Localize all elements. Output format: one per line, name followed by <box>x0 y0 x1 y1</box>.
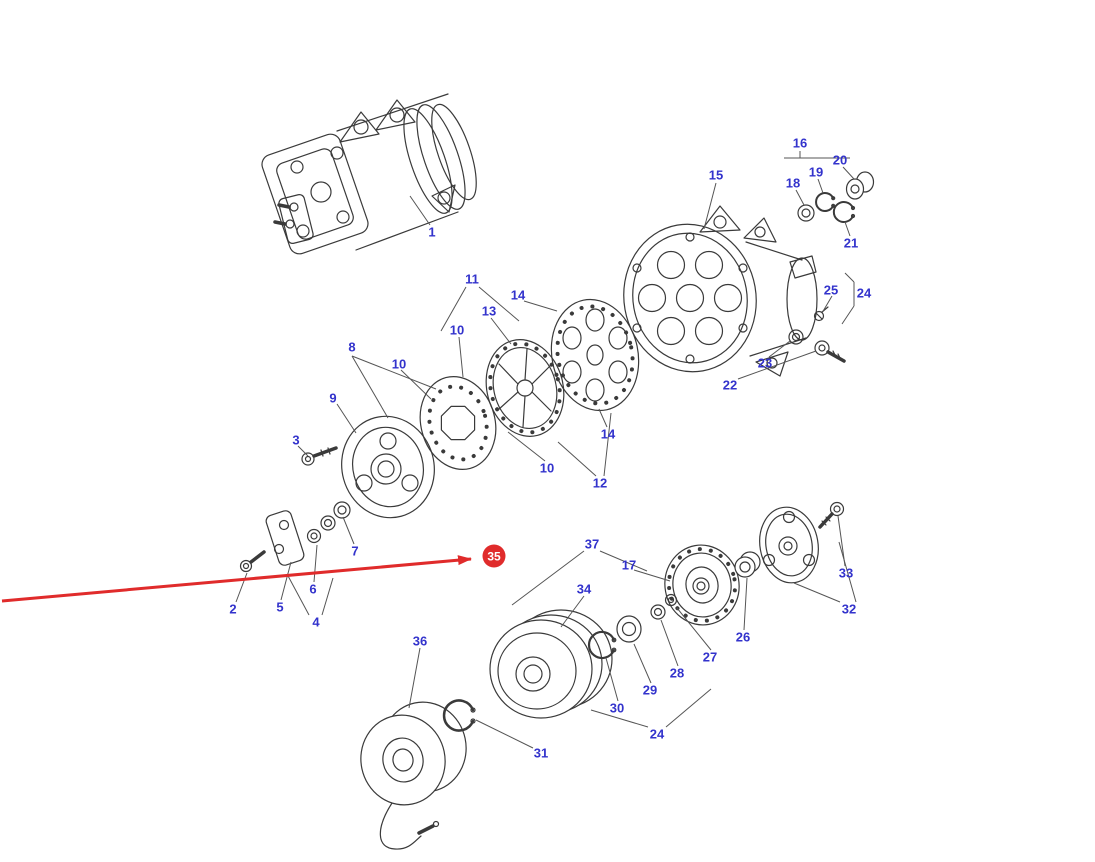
part-snap-ring-shaft <box>832 201 856 223</box>
part-armature-plate <box>664 544 740 626</box>
part-shim-disc <box>419 376 497 470</box>
part-bearing <box>616 615 642 643</box>
callout-19[interactable]: 19 <box>808 164 824 180</box>
part-mount-bolt-long <box>301 446 338 466</box>
part-hex-bolt <box>814 340 846 363</box>
callout-5[interactable]: 5 <box>276 599 284 615</box>
callout-27[interactable]: 27 <box>702 649 718 665</box>
callout-2[interactable]: 2 <box>229 601 237 617</box>
callout-10[interactable]: 10 <box>449 322 465 338</box>
highlight-arrow <box>1 555 472 603</box>
callout-1[interactable]: 1 <box>428 224 436 240</box>
callout-23[interactable]: 23 <box>757 355 773 371</box>
part-snap-ring-coil <box>442 699 476 732</box>
part-spacer <box>734 551 761 578</box>
callout-31[interactable]: 31 <box>533 745 549 761</box>
callout-13[interactable]: 13 <box>481 303 497 319</box>
callout-24[interactable]: 24 <box>649 726 665 742</box>
callout-8[interactable]: 8 <box>348 339 356 355</box>
leader-lines <box>235 151 857 749</box>
part-bracket-plate <box>265 510 305 566</box>
part-washer-stack <box>306 501 351 544</box>
part-clutch-coil <box>360 701 467 850</box>
callout-18[interactable]: 18 <box>785 175 801 191</box>
callout-6[interactable]: 6 <box>309 581 317 597</box>
part-compressor-assembly <box>261 93 477 255</box>
part-spoked-plate <box>485 339 565 437</box>
part-hub-bolt <box>818 501 845 529</box>
part-clutch-pulley <box>489 609 613 719</box>
callout-3[interactable]: 3 <box>292 432 300 448</box>
callout-4[interactable]: 4 <box>312 614 320 630</box>
callout-33[interactable]: 33 <box>838 565 854 581</box>
part-shaft-nut <box>797 204 815 222</box>
part-hub-disc <box>759 506 819 584</box>
group-brackets <box>286 151 857 728</box>
callout-36[interactable]: 36 <box>412 633 428 649</box>
part-snap-ring-small <box>815 192 836 212</box>
callout-22[interactable]: 22 <box>722 377 738 393</box>
callout-15[interactable]: 15 <box>708 167 724 183</box>
part-washer <box>650 604 666 620</box>
callout-11[interactable]: 11 <box>465 271 479 287</box>
callout-21[interactable]: 21 <box>843 235 859 251</box>
part-snap-ring-bearing <box>587 630 617 660</box>
part-clutch-hub <box>341 415 435 519</box>
callout-16[interactable]: 16 <box>792 135 808 151</box>
callout-20[interactable]: 20 <box>832 152 848 168</box>
callout-37[interactable]: 37 <box>584 536 600 552</box>
callout-24[interactable]: 24 <box>856 285 872 301</box>
callout-10[interactable]: 10 <box>391 356 407 372</box>
callout-29[interactable]: 29 <box>642 682 658 698</box>
part-mount-bolt-short <box>239 550 266 573</box>
callout-10[interactable]: 10 <box>539 460 555 476</box>
callout-9[interactable]: 9 <box>329 390 337 406</box>
callout-12[interactable]: 12 <box>592 475 608 491</box>
callout-17[interactable]: 17 <box>621 557 637 573</box>
part-hex-nut <box>788 329 804 345</box>
part-valve-plate <box>550 298 640 412</box>
part-compressor-body <box>623 205 818 377</box>
callout-26[interactable]: 26 <box>735 629 751 645</box>
callout-14[interactable]: 14 <box>600 426 616 442</box>
callout-25[interactable]: 25 <box>823 282 839 298</box>
selected-callout-35[interactable]: 35 <box>482 544 506 568</box>
callout-28[interactable]: 28 <box>669 665 685 681</box>
callout-30[interactable]: 30 <box>609 700 625 716</box>
callout-34[interactable]: 34 <box>576 581 592 597</box>
callout-32[interactable]: 32 <box>841 601 857 617</box>
callout-7[interactable]: 7 <box>351 543 359 559</box>
callout-14[interactable]: 14 <box>510 287 526 303</box>
part-bearing-sleeve <box>845 171 875 200</box>
